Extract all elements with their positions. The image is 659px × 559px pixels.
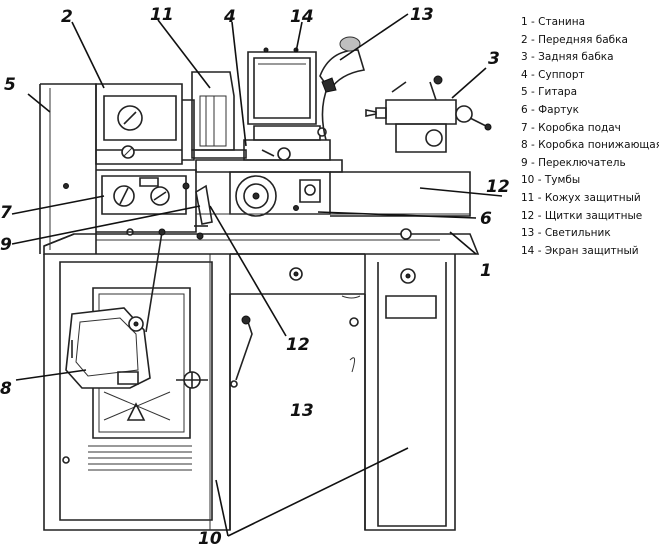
- pedestal-right: [364, 254, 456, 531]
- feed-box: [96, 169, 197, 233]
- reduction-gearbox: [65, 228, 208, 389]
- bed: [43, 228, 480, 255]
- legend-item: 5 - Гитара: [521, 86, 578, 99]
- callout-1: 1: [480, 261, 492, 281]
- legend: 1 - Станина 2 - Передняя бабка 3 - Задня…: [521, 14, 659, 260]
- legend-item: 9 - Переключатель: [521, 156, 626, 169]
- callout-13-bottom: 13: [290, 401, 314, 421]
- leader-lines: [11, 13, 503, 537]
- callout-8: 8: [0, 379, 12, 399]
- protective-screen: [247, 47, 317, 125]
- callout-6: 6: [480, 209, 492, 229]
- legend-item: 1 - Станина: [521, 16, 586, 28]
- shield: [196, 171, 471, 217]
- tailstock: [365, 75, 492, 153]
- apron: [229, 171, 331, 217]
- pedestal-left: [43, 254, 231, 531]
- callout-3: 3: [488, 49, 500, 69]
- legend-item: 7 - Коробка подач: [521, 121, 621, 134]
- callout-2: 2: [61, 7, 73, 27]
- callout-12-top: 12: [486, 177, 510, 197]
- legend-item: 12 - Щитки защитные: [521, 209, 643, 222]
- legend-item: 13 - Светильник: [521, 227, 611, 240]
- carriage: [195, 125, 343, 173]
- callout-13-lamp: 13: [410, 5, 434, 25]
- legend-item: 2 - Передняя бабка: [521, 33, 628, 46]
- callout-4: 4: [223, 7, 236, 27]
- lamp: [319, 36, 366, 141]
- legend-item: 10 - Тумбы: [521, 174, 581, 187]
- legend-item: 14 - Экран защитный: [521, 244, 639, 257]
- legend-item: 4 - Суппорт: [521, 68, 585, 81]
- callout-11: 11: [150, 5, 174, 25]
- protective-cover: [191, 71, 247, 159]
- headstock: [95, 83, 195, 165]
- legend-item: 6 - Фартук: [521, 103, 579, 116]
- callout-10: 10: [198, 529, 222, 549]
- callout-7: 7: [0, 203, 12, 223]
- callout-14: 14: [290, 7, 314, 27]
- selector-lever: [194, 184, 213, 240]
- legend-item: 3 - Задняя бабка: [521, 51, 614, 64]
- chip-tray: [229, 253, 366, 530]
- foot-lever: [230, 315, 253, 388]
- callout-9: 9: [0, 235, 12, 255]
- callout-12-middle: 12: [286, 335, 310, 355]
- callout-labels: 2 11 4 14 13 3 5 12 7 6 9 1 12 8 13 10: [0, 5, 510, 549]
- legend-item: 8 - Коробка понижающая: [521, 139, 659, 152]
- legend-item: 11 - Кожух защитный: [521, 191, 641, 204]
- callout-5: 5: [4, 75, 16, 95]
